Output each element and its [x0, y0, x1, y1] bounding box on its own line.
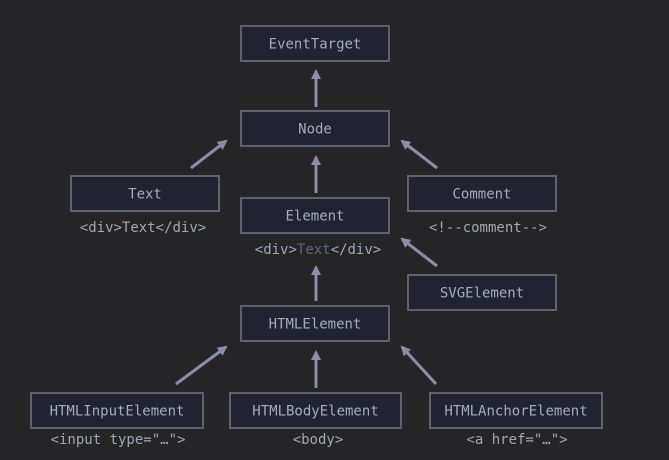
caption-element-example: <div>Text</div>	[255, 242, 381, 258]
caption-element-prefix: <div>	[255, 242, 297, 258]
node-svgelement-label: SVGElement	[440, 286, 524, 302]
caption-htmlbodyelement-example: <body>	[293, 432, 344, 448]
caption-htmlanchorelement-example: <a href="…">	[466, 432, 567, 448]
node-htmlinputelement: HTMLInputElement	[30, 392, 204, 429]
node-node: Node	[240, 110, 390, 147]
node-htmlelement-label: HTMLElement	[269, 317, 362, 333]
caption-element-highlight: Text	[297, 242, 331, 258]
node-element-label: Element	[285, 209, 344, 225]
node-node-label: Node	[298, 122, 332, 138]
node-text-label: Text	[128, 187, 162, 203]
caption-element-suffix: </div>	[331, 242, 382, 258]
arrow-htmlinputelement-to-htmlelement	[175, 345, 228, 386]
node-htmlelement: HTMLElement	[240, 305, 390, 342]
node-svgelement: SVGElement	[407, 274, 557, 311]
node-eventtarget-label: EventTarget	[269, 37, 362, 53]
node-htmlanchorelement: HTMLAnchorElement	[429, 392, 603, 429]
node-htmlbodyelement: HTMLBodyElement	[229, 392, 402, 429]
node-eventtarget: EventTarget	[240, 25, 390, 62]
node-comment: Comment	[407, 175, 557, 212]
node-comment-label: Comment	[452, 187, 511, 203]
node-htmlbodyelement-label: HTMLBodyElement	[252, 404, 378, 420]
node-htmlanchorelement-label: HTMLAnchorElement	[444, 404, 587, 420]
arrow-text-to-node	[190, 139, 228, 170]
caption-htmlinputelement-example: <input type="…">	[51, 432, 186, 448]
caption-comment-example: <!--comment-->	[429, 220, 547, 236]
caption-text-example: <div>Text</div>	[80, 220, 206, 236]
arrow-svgelement-to-element	[400, 237, 438, 268]
node-htmlinputelement-label: HTMLInputElement	[50, 404, 185, 420]
arrow-comment-to-node	[400, 139, 438, 170]
node-element: Element	[240, 197, 390, 234]
node-text: Text	[70, 175, 220, 212]
arrow-htmlanchorelement-to-htmlelement	[400, 345, 438, 386]
